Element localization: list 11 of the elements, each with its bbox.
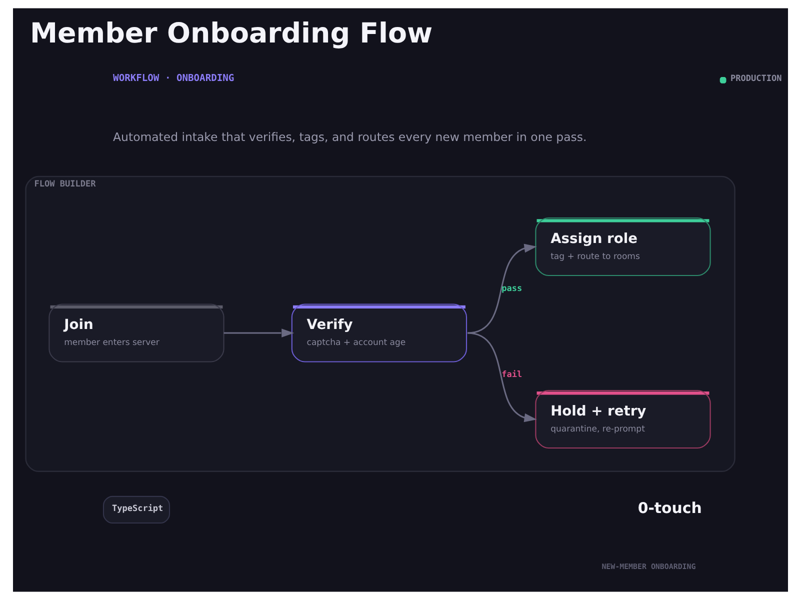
arrow bbox=[466, 244, 536, 334]
label: Automated intake that verifies, tags, and routes every new member in one pass. bbox=[112, 130, 586, 144]
diagram-title: Member Onboarding Flow bbox=[30, 16, 432, 50]
edge-label: pass bbox=[501, 284, 522, 294]
arrow bbox=[223, 328, 294, 338]
label: 0-touch bbox=[637, 499, 702, 518]
label: TypeScript bbox=[112, 504, 163, 514]
edge-label: fail bbox=[501, 370, 522, 380]
arrow bbox=[466, 332, 536, 422]
label: WORKFLOW · ONBOARDING bbox=[112, 72, 234, 84]
label: PRODUCTION bbox=[730, 74, 782, 84]
